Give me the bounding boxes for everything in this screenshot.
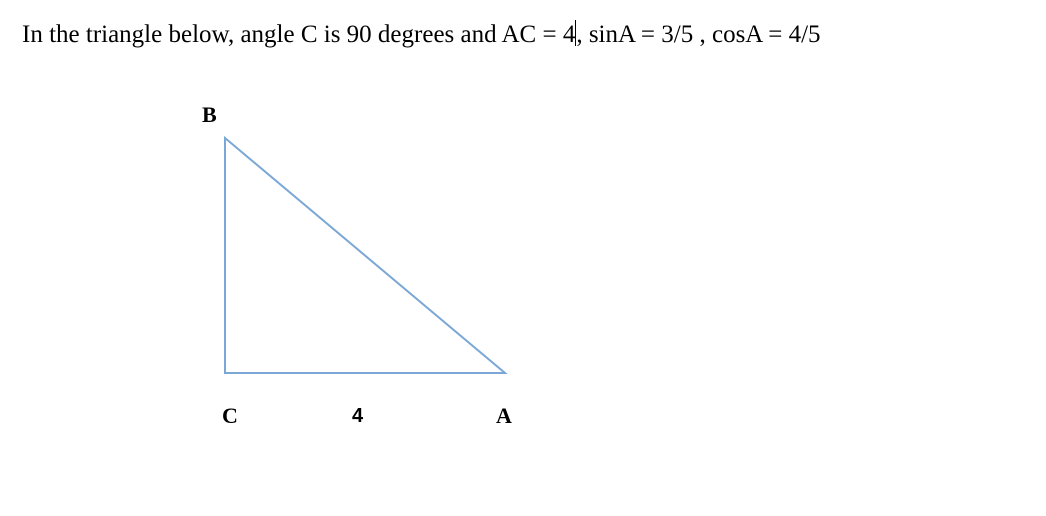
vertex-label-b: B <box>202 102 217 127</box>
vertex-label-c: C <box>222 403 238 428</box>
side-label-ac: 4 <box>352 405 364 427</box>
problem-statement[interactable]: In the triangle below, angle C is 90 deg… <box>22 18 821 52</box>
vertex-label-a: A <box>496 403 512 428</box>
text-cursor <box>575 20 577 46</box>
problem-text-end: , sinA = 3/5 , cosA = 4/5 <box>576 21 821 48</box>
triangle-abc <box>224 135 508 374</box>
problem-text-start: In the triangle below, angle C is 90 deg… <box>22 21 576 48</box>
